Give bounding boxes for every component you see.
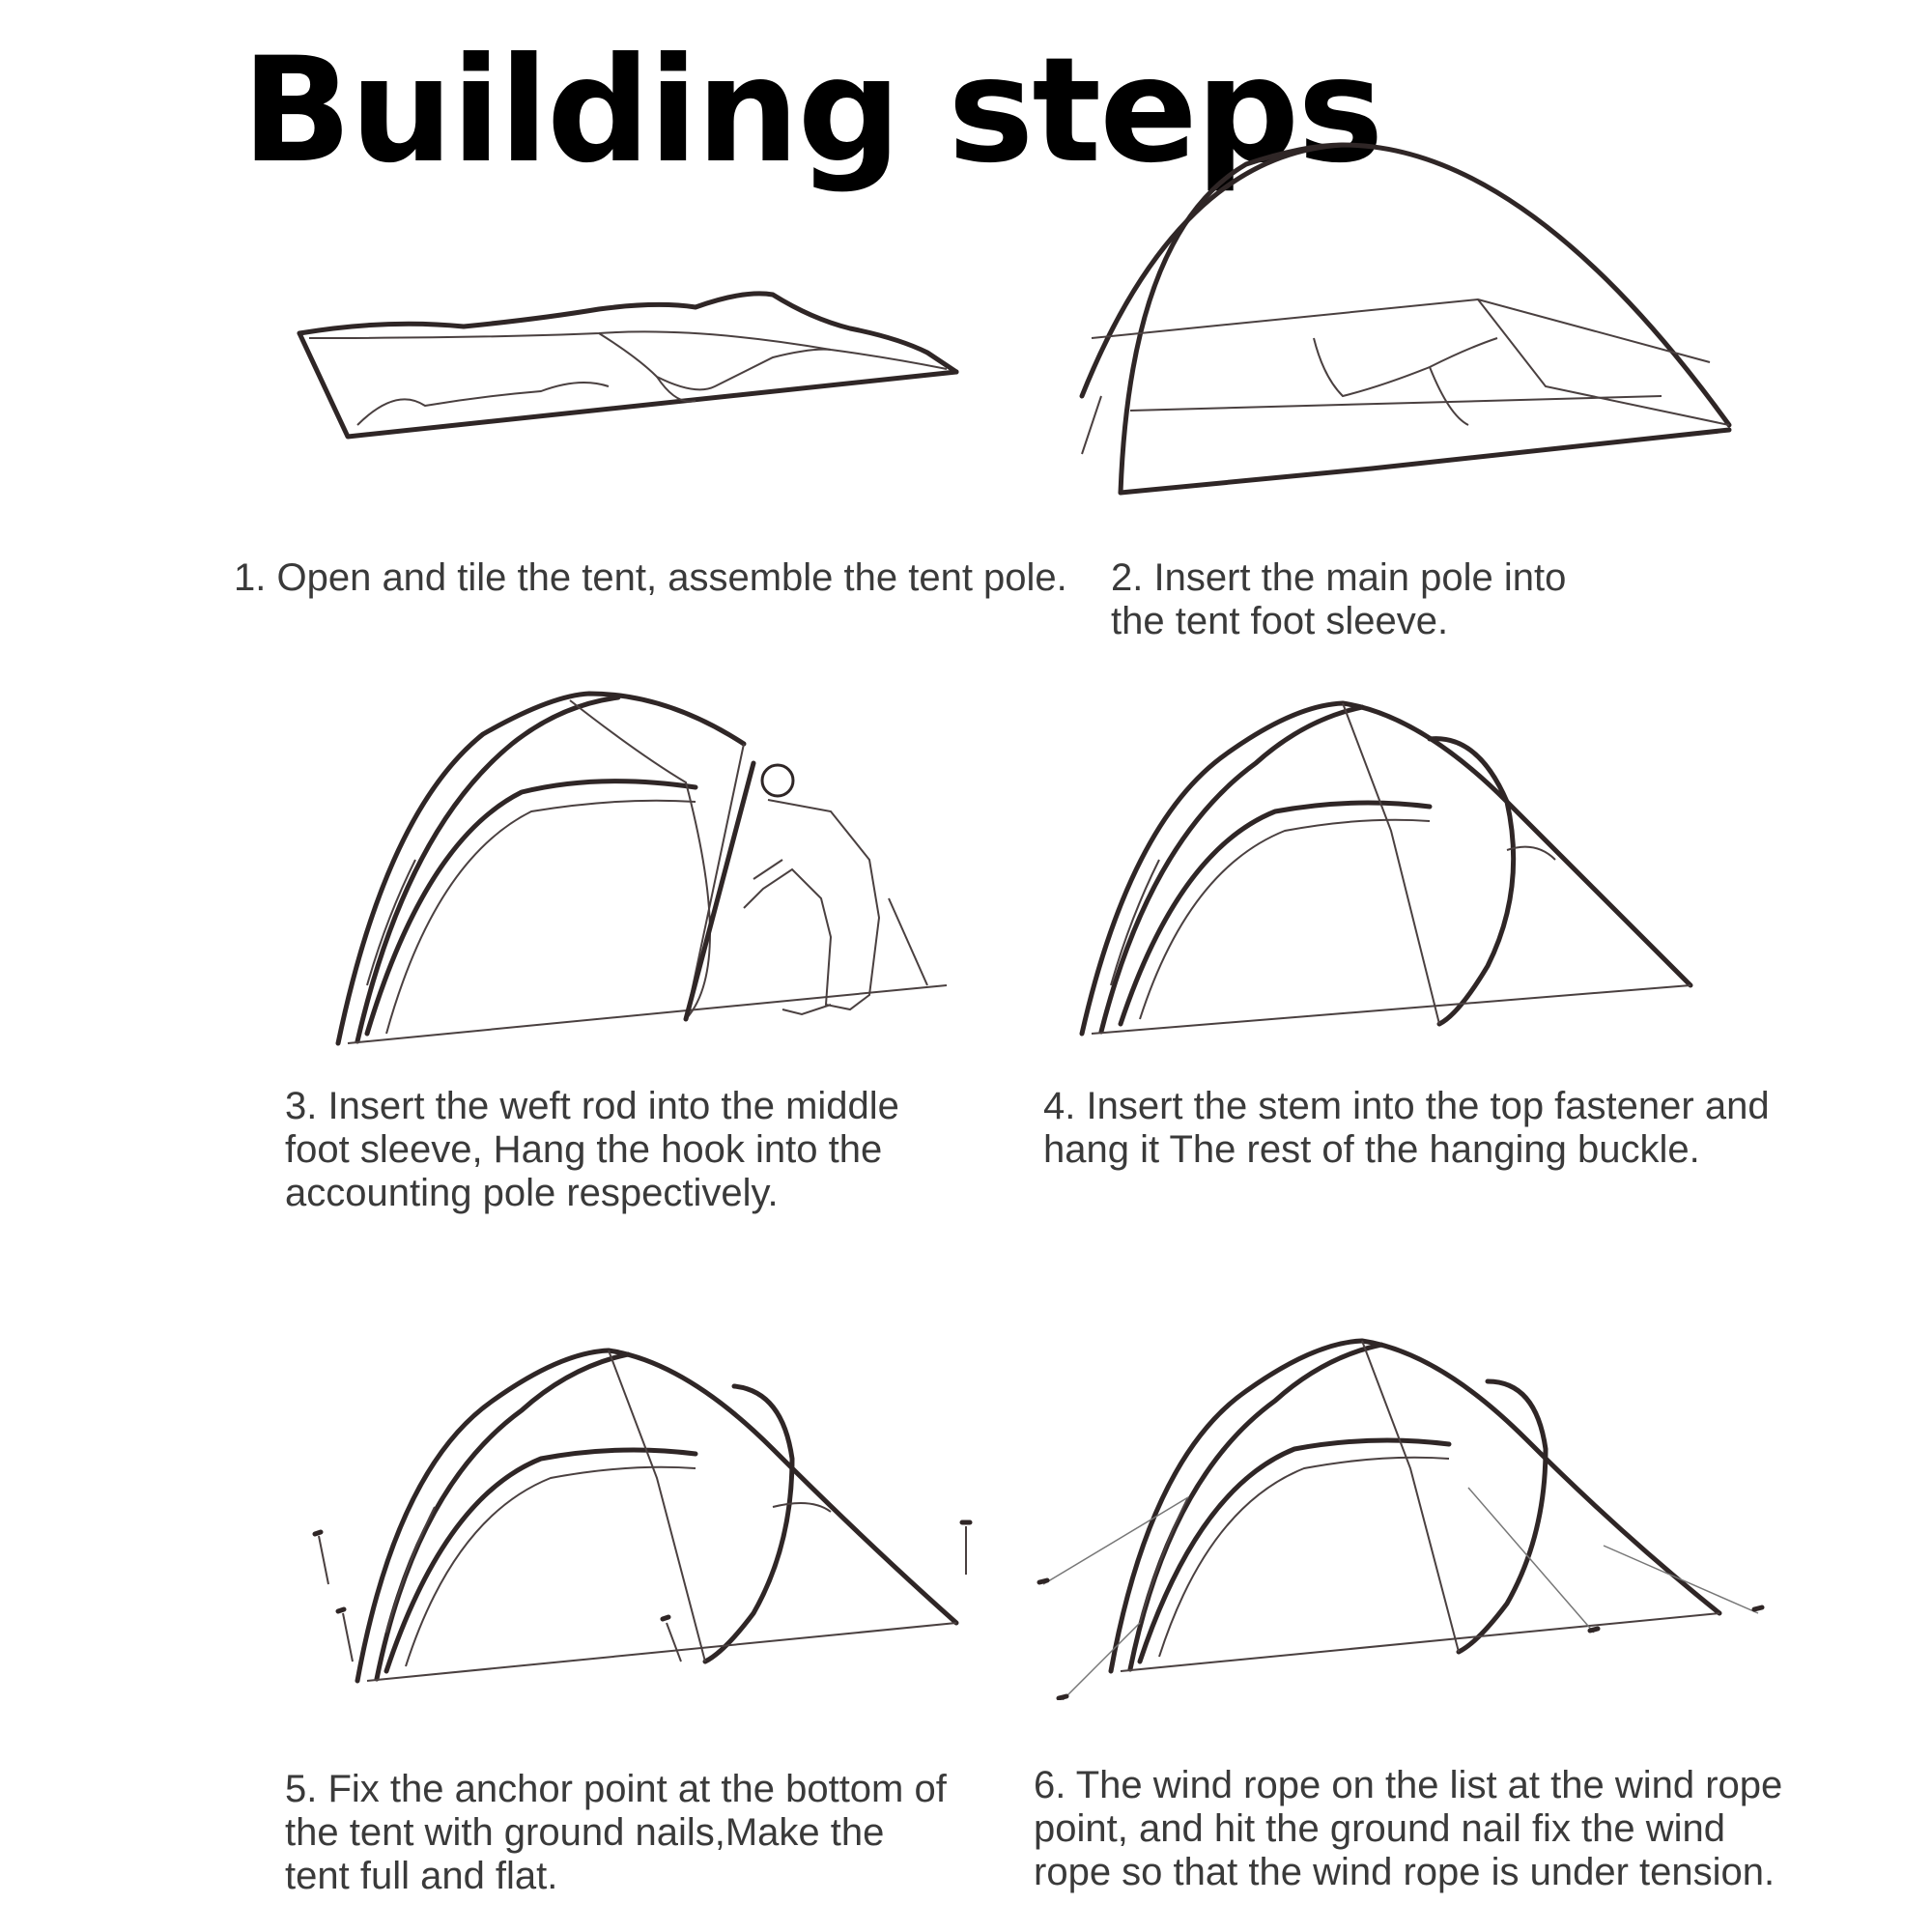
step-6-text: 6. The wind rope on the list at the wind… bbox=[1034, 1764, 1783, 1893]
page-title: Building steps bbox=[242, 27, 1383, 195]
ground-nails-illustration bbox=[309, 1333, 985, 1700]
step-4-text: 4. Insert the stem into the top fastener… bbox=[1043, 1085, 1770, 1171]
pole-inserted-illustration bbox=[1063, 135, 1758, 502]
step-1-text: 1. Open and tile the tent, assemble the … bbox=[234, 556, 1067, 599]
step-5-text: 5. Fix the anchor point at the bottom of… bbox=[285, 1768, 947, 1897]
step-2-text: 2. Insert the main pole into the tent fo… bbox=[1111, 556, 1567, 642]
flat-tent-illustration bbox=[290, 280, 966, 454]
step-3-text: 3. Insert the weft rod into the middle f… bbox=[285, 1085, 899, 1214]
person-hanging-hooks-illustration bbox=[328, 676, 966, 1063]
wind-ropes-illustration bbox=[1024, 1314, 1797, 1700]
stem-inserted-illustration bbox=[1072, 696, 1710, 1053]
